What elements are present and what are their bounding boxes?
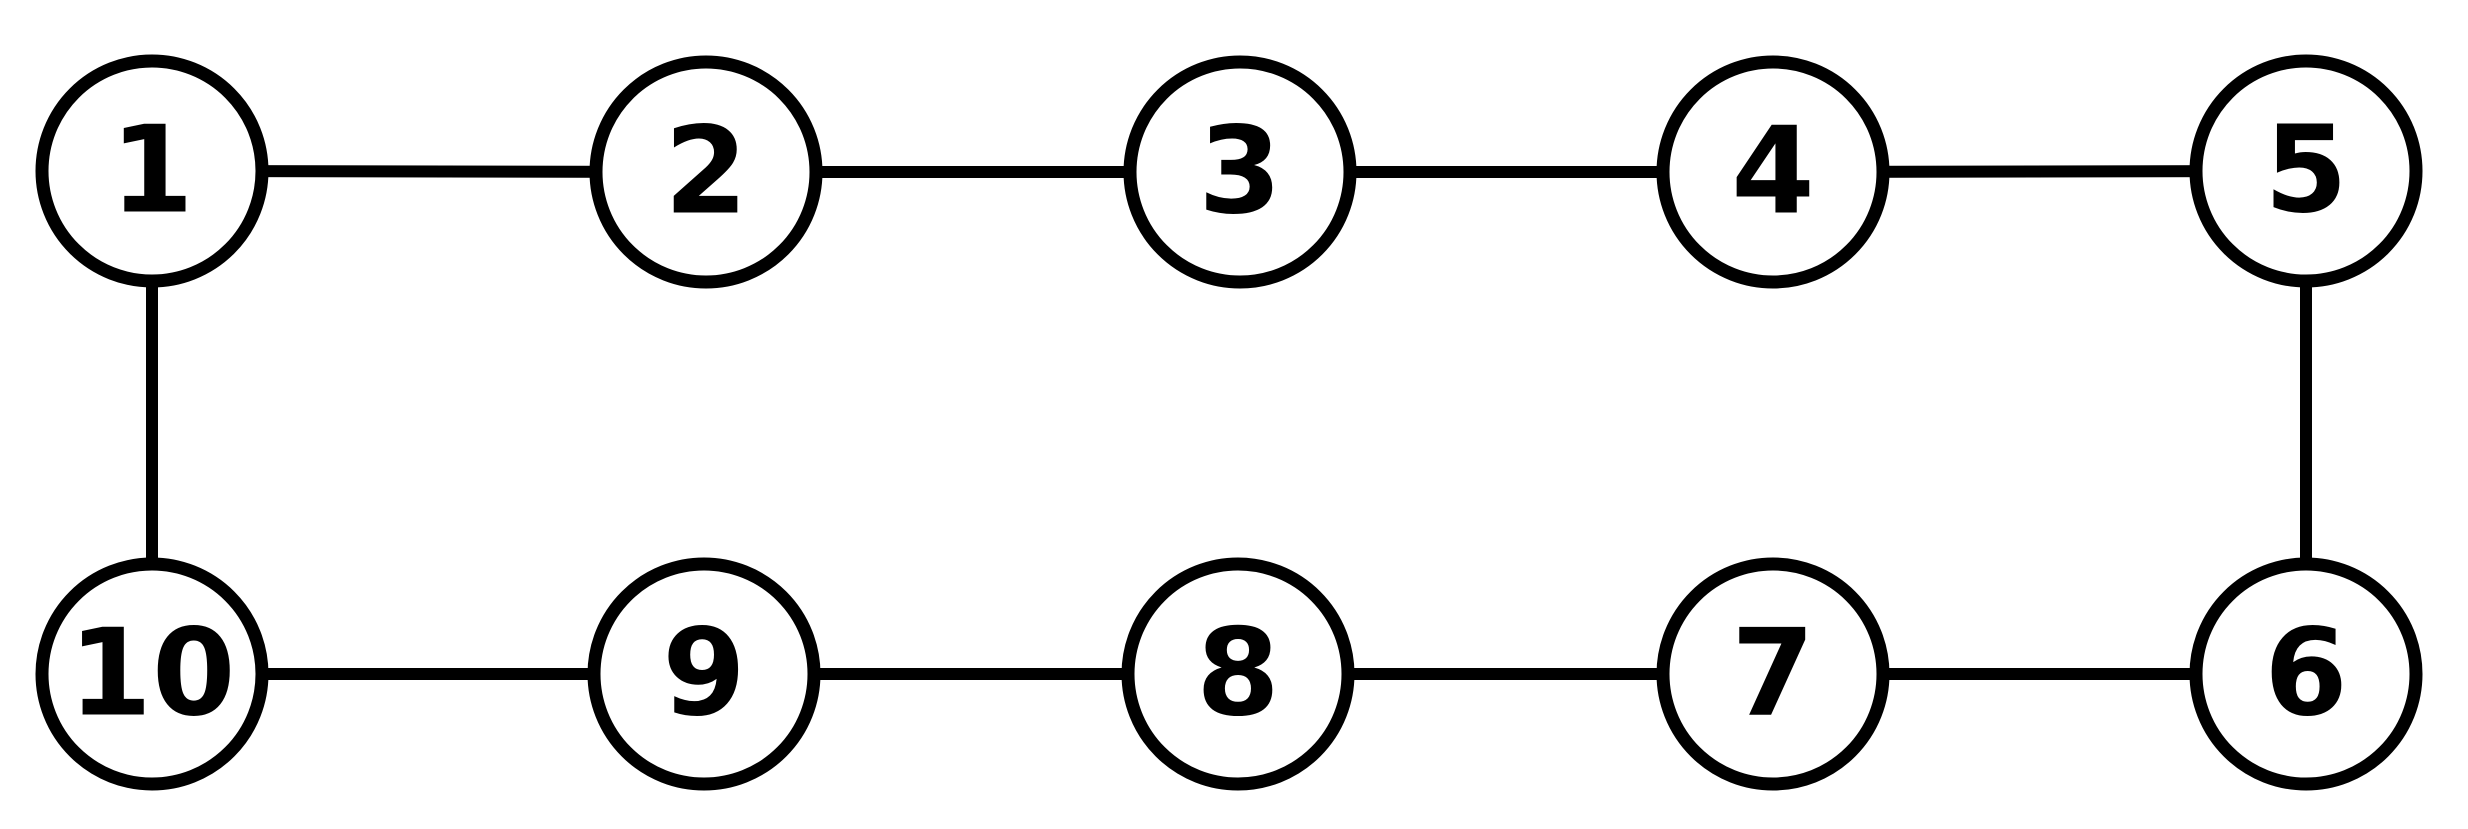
node-circle-4 <box>1656 55 1890 289</box>
graph-node-2: 2 <box>589 55 823 289</box>
node-circle-8 <box>1121 557 1355 791</box>
node-circle-5 <box>2189 54 2423 288</box>
graph-node-7: 7 <box>1656 557 1890 791</box>
graph-node-3: 3 <box>1123 55 1357 289</box>
node-circle-3 <box>1123 55 1357 289</box>
graph-node-5: 5 <box>2189 54 2423 288</box>
node-circle-7 <box>1656 557 1890 791</box>
node-label-7: 7 <box>1731 605 1815 744</box>
node-circle-10 <box>35 557 269 791</box>
graph-node-4: 4 <box>1656 55 1890 289</box>
node-circle-6 <box>2189 557 2423 791</box>
node-label-1: 1 <box>110 102 194 241</box>
node-circle-2 <box>589 55 823 289</box>
node-label-10: 10 <box>69 605 236 744</box>
graph-node-1: 1 <box>35 54 269 288</box>
node-label-8: 8 <box>1196 605 1280 744</box>
node-label-3: 3 <box>1198 103 1282 242</box>
node-circle-9 <box>587 557 821 791</box>
graph-node-10: 10 <box>35 557 269 791</box>
graph-node-6: 6 <box>2189 557 2423 791</box>
graph-node-8: 8 <box>1121 557 1355 791</box>
graph-node-9: 9 <box>587 557 821 791</box>
node-circle-1 <box>35 54 269 288</box>
node-label-2: 2 <box>664 103 748 242</box>
node-label-6: 6 <box>2264 605 2348 744</box>
node-label-5: 5 <box>2264 102 2348 241</box>
node-label-9: 9 <box>662 605 746 744</box>
node-label-4: 4 <box>1731 103 1815 242</box>
